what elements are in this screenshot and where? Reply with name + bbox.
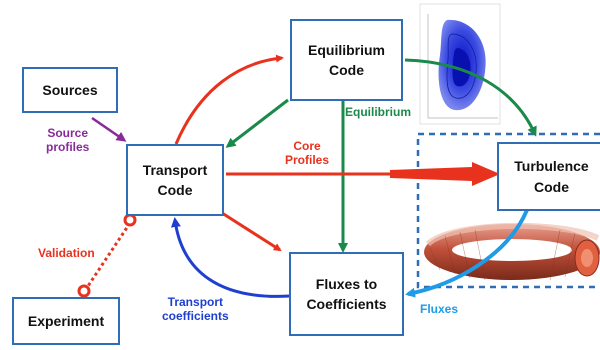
equilibrium-flow-label: Equilibrium [345,105,411,119]
sources-box: Sources [22,67,118,113]
arrow-sources-to-transport [91,116,127,142]
arrow-transport-to-fluxes [221,211,282,252]
transport-code-label: Transport Code [142,161,208,198]
arrow-fluxes-to-transport [170,217,291,298]
equilibrium-code-label: Equilibrium Code [308,41,385,78]
equilibrium-plot-image [419,3,501,125]
arrow-transport-to-equilibrium [174,54,284,145]
arrow-core-profiles-head [390,162,500,186]
validation-endpoint-bottom [77,284,91,298]
turbulence-region-outline [416,132,600,289]
transport-coefficients-label: Transport coefficients [162,295,229,323]
fluxes-to-coefficients-label: Fluxes to Coefficients [306,275,387,312]
validation-label: Validation [38,246,95,260]
transport-code-box: Transport Code [126,144,224,216]
sources-box-label: Sources [42,81,98,98]
arrow-equilibrium-to-turbulence [404,58,537,137]
experiment-box-label: Experiment [27,312,105,329]
equilibrium-code-box: Equilibrium Code [290,19,403,101]
turbulence-code-box: Turbulence Code [497,142,600,211]
validation-link [84,222,132,290]
turbulence-code-label: Turbulence Code [514,158,589,195]
arrow-equilibrium-to-transport [225,98,289,148]
fluxes-to-coefficients-box: Fluxes to Coefficients [289,252,404,336]
turbulence-torus-image [424,222,600,281]
validation-endpoint-top [123,213,137,227]
core-profiles-label: Core Profiles [285,139,330,167]
fluxes-flow-label: Fluxes [420,302,459,316]
arrow-turbulence-to-fluxes [405,209,529,298]
source-profiles-label: Source profiles [46,126,90,154]
experiment-box: Experiment [12,297,120,345]
